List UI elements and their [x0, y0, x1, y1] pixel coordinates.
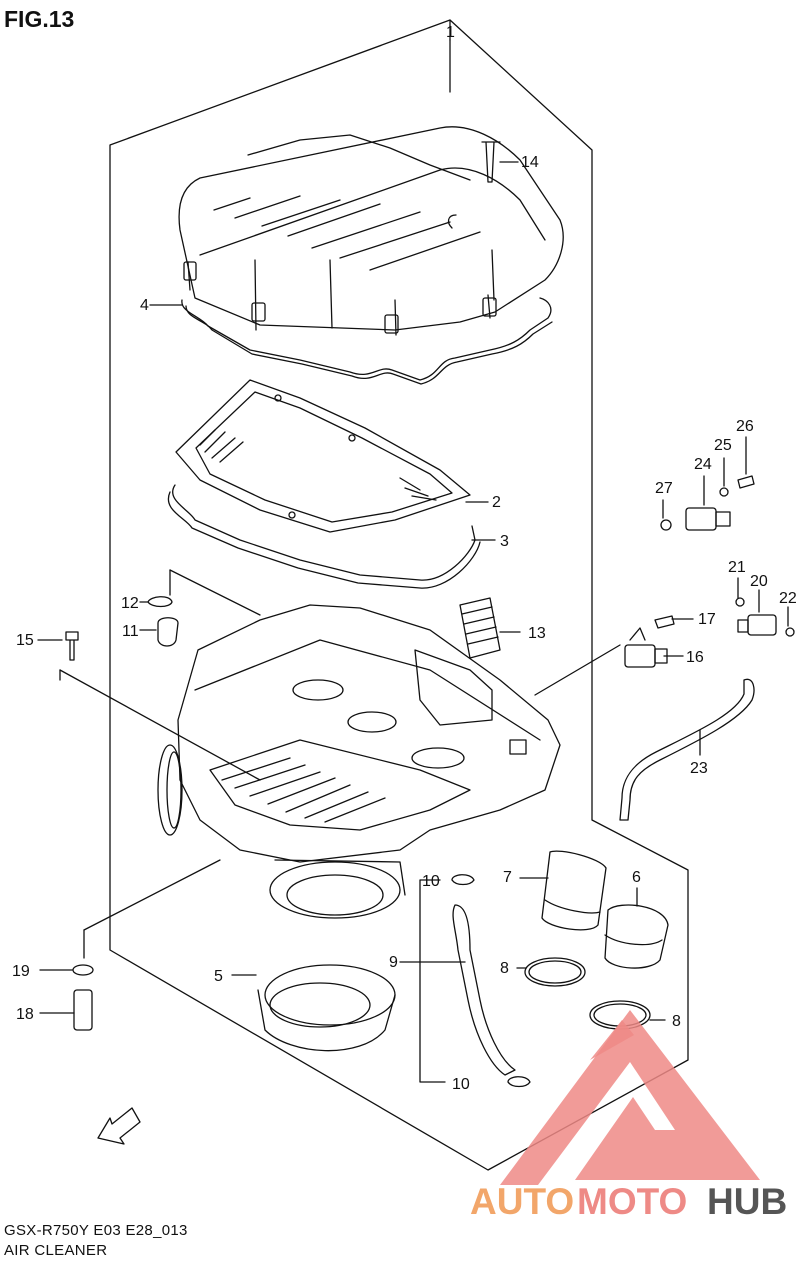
callout-23: 23	[690, 760, 708, 777]
logo-word-hub: HUB	[707, 1181, 787, 1222]
callout-20: 20	[750, 573, 768, 590]
callout-26: 26	[736, 418, 754, 435]
callout-7: 7	[503, 869, 512, 886]
callout-25: 25	[714, 437, 732, 454]
callout-17: 17	[698, 611, 716, 628]
callout-11: 11	[122, 623, 139, 640]
callout-14: 14	[521, 154, 539, 171]
intake-duct-7	[541, 850, 607, 931]
sensor-20	[735, 597, 795, 637]
sensor-bracket-24	[660, 475, 755, 531]
hose-23	[619, 678, 755, 821]
model-code: GSX-R750Y E03 E28_013	[4, 1222, 188, 1239]
screw-14	[481, 141, 501, 183]
callout-21: 21	[728, 559, 746, 576]
clamp-10b	[507, 1076, 531, 1088]
logo-triangle-mark	[500, 1010, 760, 1185]
callout-6: 6	[632, 869, 641, 886]
logo-word-moto: MOTO	[577, 1181, 687, 1222]
clamp-8a	[524, 957, 586, 987]
washer-19	[72, 964, 94, 976]
callout-8a: 8	[500, 960, 509, 977]
intake-seal	[264, 964, 396, 1026]
callout-27: 27	[655, 480, 673, 497]
bolt-15	[65, 631, 79, 661]
callout-10a: 10	[422, 873, 440, 890]
mesh-pad	[459, 597, 501, 659]
automotohub-logo	[500, 1010, 760, 1185]
assembly-outline	[109, 19, 689, 1171]
logo-wordmark: AUTO MOTO HUB	[470, 1181, 787, 1222]
callout-19: 19	[12, 963, 30, 980]
callout-9: 9	[389, 954, 398, 971]
clip-12	[147, 596, 173, 608]
callout-15: 15	[16, 632, 34, 649]
intake-duct-6	[604, 904, 669, 969]
screw-17	[654, 615, 675, 629]
callout-1: 1	[446, 24, 455, 41]
callout-5: 5	[214, 968, 223, 985]
callout-12: 12	[121, 595, 139, 612]
air-cleaner-cover	[178, 126, 564, 336]
section-title: AIR CLEANER	[4, 1242, 108, 1259]
callout-10b: 10	[452, 1076, 470, 1093]
air-filter-element	[175, 379, 471, 533]
filter-seal	[172, 484, 476, 581]
callout-2: 2	[492, 494, 501, 511]
callout-22: 22	[779, 590, 797, 607]
clamp-10a	[451, 874, 475, 886]
callout-4: 4	[140, 297, 149, 314]
sensor-16	[624, 627, 668, 668]
callout-16: 16	[686, 649, 704, 666]
fwd-arrow-icon	[97, 1107, 141, 1145]
grommet	[157, 617, 179, 647]
callout-3: 3	[500, 533, 509, 550]
callout-18: 18	[16, 1006, 34, 1023]
figure-label: FIG.13	[4, 6, 75, 32]
callout-24: 24	[694, 456, 712, 473]
logo-word-auto: AUTO	[470, 1181, 574, 1222]
sensor-18	[73, 989, 93, 1031]
callout-8b: 8	[672, 1013, 681, 1030]
callout-13: 13	[528, 625, 546, 642]
air-cleaner-case	[157, 604, 561, 896]
drain-hose	[452, 904, 516, 1076]
